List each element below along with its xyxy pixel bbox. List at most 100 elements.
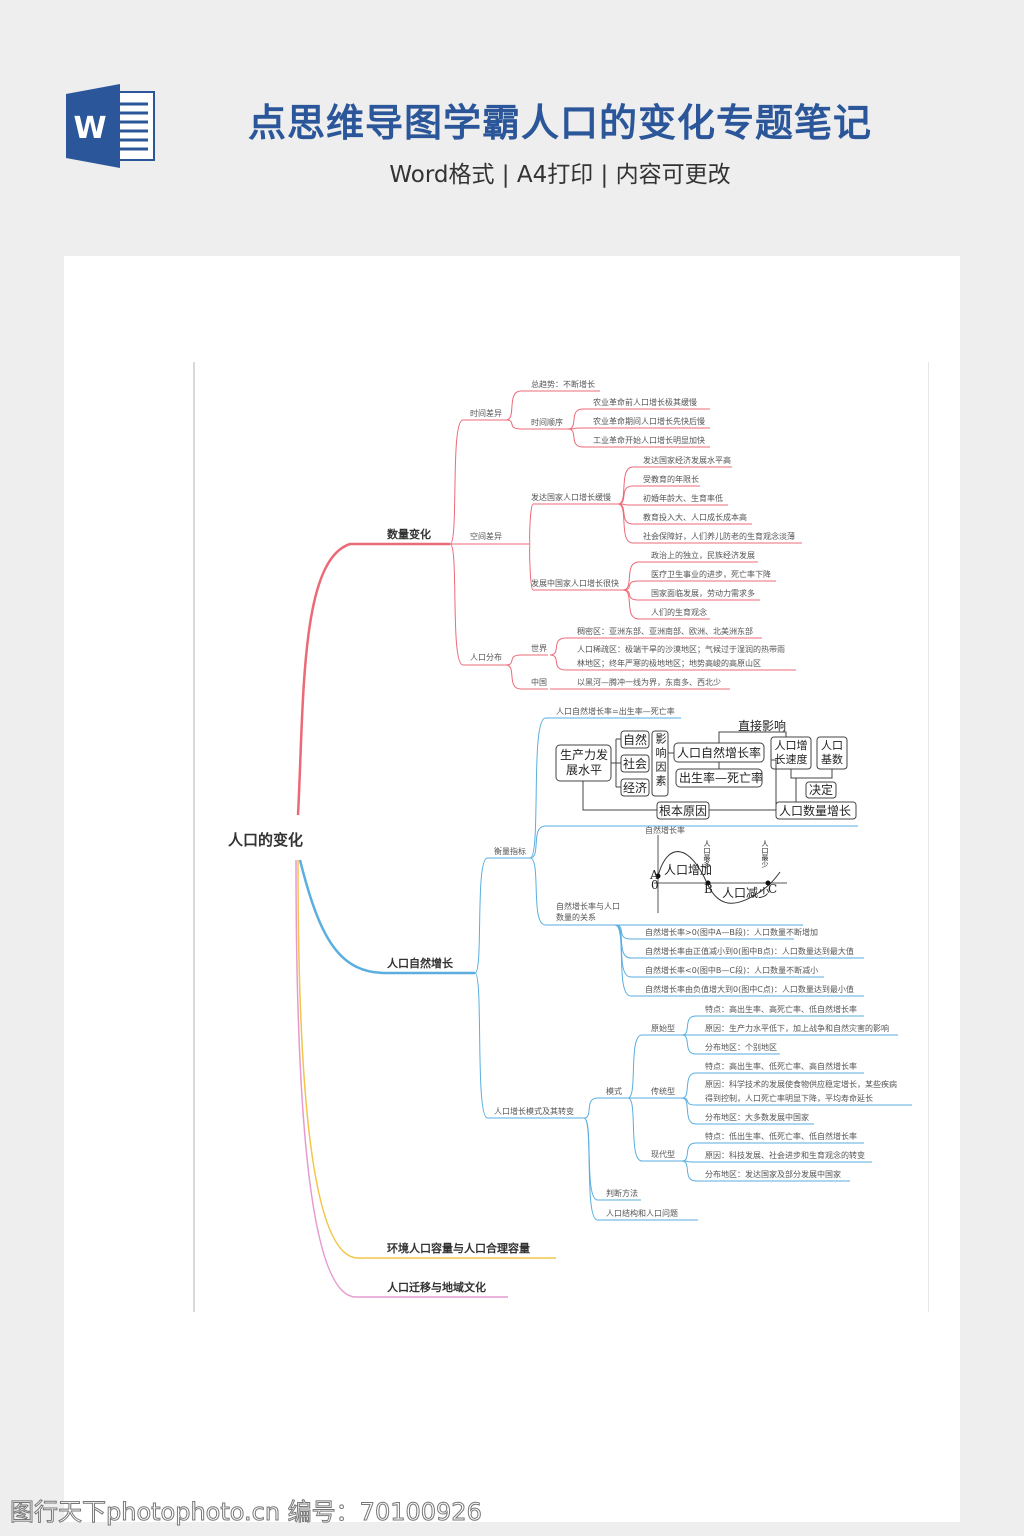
node-trend: 总趋势：不断增长: [531, 379, 595, 389]
node-world: 世界: [531, 643, 547, 653]
leaf: 人口稀疏区：极端干旱的沙漠地区；气候过于湿润的热带雨: [577, 644, 785, 654]
main-branch: [295, 859, 508, 1298]
node-judge: 判断方法: [606, 1188, 638, 1198]
leaf: 稠密区：亚洲东部、亚洲南部、欧洲、北美洲东部: [577, 626, 753, 636]
leaf: 农业革命期间人口增长先快后慢: [593, 416, 705, 426]
connector: [449, 419, 506, 545]
connector: [449, 543, 506, 666]
watermark: 图行天下photophoto.cn 编号：70100926: [10, 1498, 483, 1527]
leaf: 工业革命开始人口增长明显加快: [593, 435, 705, 445]
leaf: 政治上的独立，民族经济发展: [651, 550, 755, 560]
connector: [617, 485, 700, 505]
page-subtitle: Word格式 | A4打印 | 内容可更改: [389, 162, 731, 188]
leaf: 特点：高出生率、低死亡率、高自然增长率: [705, 1061, 857, 1071]
main-branch: [296, 542, 450, 816]
leaf: 林地区；终年严寒的极地地区；地势高峻的高原山区: [577, 658, 761, 668]
connector: [505, 419, 568, 430]
diagram-direct: 直接影响: [738, 718, 786, 733]
connector: [567, 427, 710, 430]
node-natural-growth: 人口自然增长: [387, 956, 454, 970]
mindmap-connectors: [295, 390, 912, 1298]
leaf: 初婚年龄大、生育率低: [643, 493, 723, 503]
connector: [681, 1142, 864, 1162]
leaf: 教育投入大、人口成长成本高: [643, 512, 747, 522]
graph-label-c: C: [768, 882, 777, 896]
node-formula: 人口自然增长率=出生率—死亡率: [556, 706, 675, 716]
graph-decrease: 人口减少: [722, 886, 770, 900]
graph-ylabel: 自然增长率: [645, 825, 685, 835]
connector: [617, 503, 728, 506]
connector: [583, 1097, 631, 1119]
leaf: 分布地区：发达国家及部分发展中国家: [705, 1169, 841, 1179]
connector: [549, 654, 796, 671]
node-structure: 人口结构和人口问题: [606, 1208, 678, 1218]
graph-point-b: [705, 880, 711, 886]
word-icon-letter: W: [73, 111, 106, 146]
connector: [622, 589, 710, 620]
connector: [529, 503, 618, 545]
connector: [681, 1015, 864, 1036]
leaf: 分布地区：大多数发展中国家: [705, 1112, 809, 1122]
leaf: 原因：科技发展、社会进步和生育观念的转变: [705, 1150, 865, 1160]
node-measure: 衡量指标: [494, 846, 526, 856]
connector: [567, 408, 710, 430]
diagram-base: 人口基数: [821, 739, 843, 766]
document-page: [64, 256, 960, 1522]
graph-label-zero: 0: [651, 878, 659, 892]
node-time-order: 时间顺序: [531, 417, 563, 427]
leaf: 自然增长率由负值增大到0(图中C点)：人口数量达到最小值: [645, 984, 854, 994]
connector: [549, 637, 762, 656]
graph-point-a: [655, 873, 661, 879]
node-migration: 人口迁移与地域文化: [387, 1280, 486, 1294]
connector: [583, 1117, 641, 1201]
page-title: 点思维导图学霸人口的变化专题笔记: [247, 101, 872, 145]
leaf: 社会保障好，人们养儿防老的生育观念淡薄: [643, 531, 795, 541]
connector: [614, 924, 864, 997]
connector: [529, 825, 858, 859]
factor-diagram: [555, 730, 857, 820]
node-mode: 模式: [606, 1086, 622, 1096]
graph-most: 人口最多: [703, 840, 711, 868]
mindmap-frame: [193, 362, 929, 1312]
connector: [681, 1097, 814, 1125]
graph-least: 人口最少: [761, 840, 769, 868]
connector: [474, 857, 530, 974]
word-document-icon: W: [66, 84, 155, 168]
connector: [505, 664, 548, 690]
connector: [529, 857, 803, 926]
connector: [622, 580, 776, 591]
diagram-root-cause: 根本原因: [659, 804, 707, 818]
leaf: 特点：低出生率、低死亡率、低自然增长率: [705, 1131, 857, 1141]
node-mode-traditional: 传统型: [651, 1086, 675, 1096]
connector: [474, 972, 584, 1119]
connector: [583, 1117, 698, 1221]
diagram-factor-group: 影响因素: [654, 733, 667, 789]
connector: [681, 1160, 850, 1182]
leaf: 特点：高出生率、高死亡率、低自然增长率: [705, 1004, 857, 1014]
leaf: 医疗卫生事业的进步，死亡率下降: [651, 569, 771, 579]
diagram-factor-society: 社会: [623, 756, 647, 771]
leaf: 发达国家经济发展水平高: [643, 455, 731, 465]
connector: [617, 503, 802, 544]
node-developing: 发展中国家人口增长很快: [531, 578, 619, 588]
connector: [681, 1034, 780, 1055]
node-capacity: 环境人口容量与人口合理容量: [387, 1241, 530, 1255]
connector: [567, 428, 710, 448]
leaf: 得到控制，人口死亡率明显下降，平均寿命延长: [705, 1093, 873, 1103]
diagram-factor-nature: 自然: [623, 732, 647, 747]
node-space-diff: 空间差异: [470, 531, 502, 541]
connector: [505, 654, 548, 666]
node-mode-primitive: 原始型: [651, 1023, 675, 1033]
connector: [627, 1097, 682, 1162]
connector: [681, 1072, 864, 1099]
diagram-productivity: 生产力发展水平: [559, 748, 608, 777]
graph-label-a: A: [649, 868, 659, 882]
root-node: 人口的变化: [228, 831, 303, 849]
connector: [627, 1034, 682, 1099]
graph-increase: 人口增加: [664, 863, 712, 877]
graph-label-b: B: [704, 882, 713, 896]
connector: [505, 390, 600, 421]
node-developed: 发达国家人口增长缓慢: [531, 492, 611, 502]
graph-point-c: [765, 880, 771, 886]
